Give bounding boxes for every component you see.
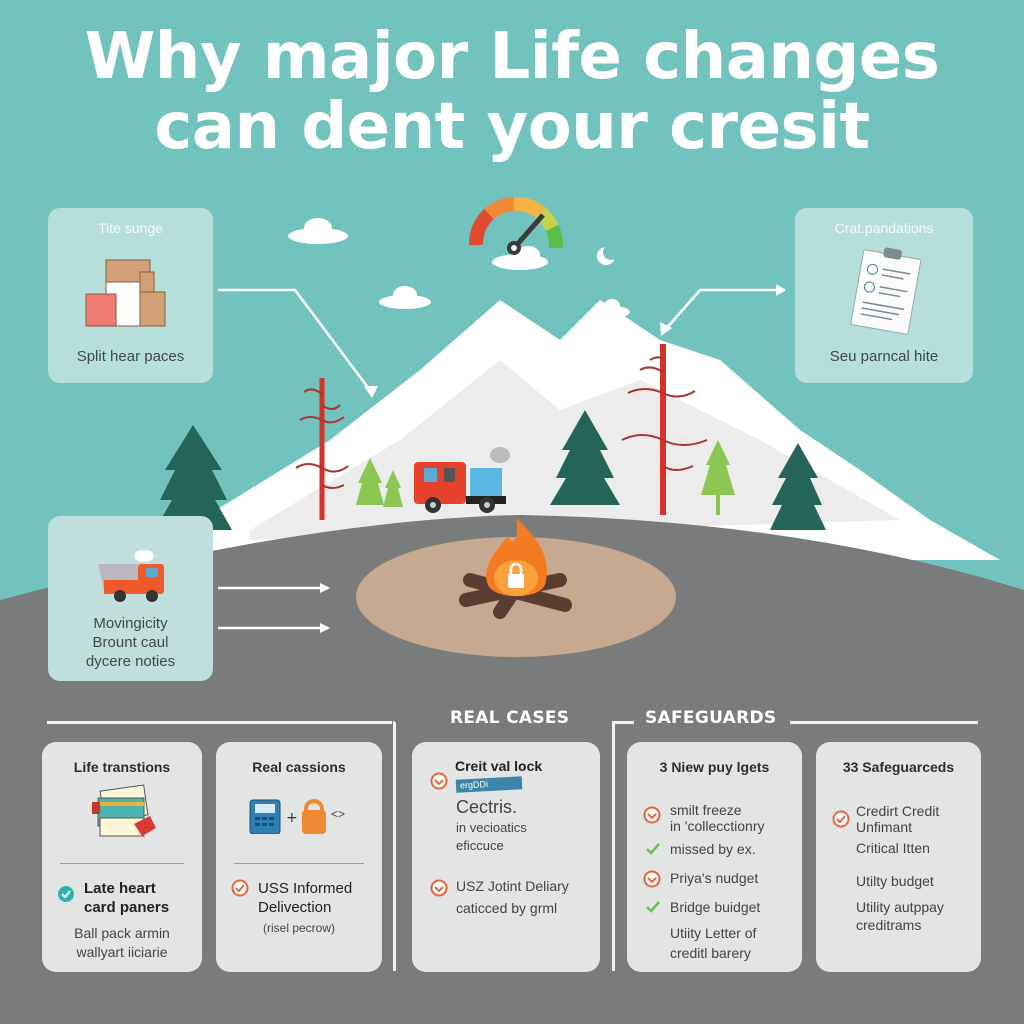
item-label: USZ Jotint Deliary <box>456 878 569 894</box>
divider <box>790 721 978 724</box>
cloud-icon <box>288 218 630 318</box>
life-change-card: Tite sunge Split hear paces <box>48 208 213 383</box>
panel-credit-lock: Creit val lock ergDDi Cectris. in vecioa… <box>412 742 600 972</box>
item-label: Utiity Letter of <box>670 925 757 941</box>
card-line: Brount caul <box>92 634 169 651</box>
orange-check-icon <box>643 870 661 888</box>
credit-cards-icon <box>92 784 156 837</box>
item-label: in 'collecctionry <box>670 818 765 834</box>
panel-real-cassions: Real cassions + <> USS Informed Delivect… <box>216 742 382 972</box>
calculator-plus-lock-icon: + <box>249 799 326 834</box>
panel-new-budgets: 3 Niew puy lgets smilt freeze in 'collec… <box>627 742 802 972</box>
section-heading-real-cases: REAL CASES <box>450 708 570 728</box>
panel-title: 33 Safeguarceds <box>842 759 955 775</box>
divider <box>612 721 634 724</box>
teal-check-icon <box>58 886 74 902</box>
item-label: Priya's nudget <box>670 870 759 886</box>
panel-title: Creit val lock <box>455 758 543 774</box>
panel-title: Real cassions <box>252 759 346 775</box>
section-heading-safeguards: SAFEGUARDS <box>645 708 777 728</box>
icon-suffix: <> <box>331 807 346 821</box>
page-title: Why major Life changes can dent your cre… <box>0 22 1024 162</box>
item-description: eficcuce <box>456 838 504 853</box>
green-check-icon <box>646 901 660 913</box>
orange-check-icon <box>643 806 661 824</box>
divider <box>612 721 615 971</box>
item-label: Delivection <box>258 899 332 916</box>
panel-safeguards: 33 Safeguarceds Credirt Credit Unfimant … <box>816 742 981 972</box>
panel-title: 3 Niew puy lgets <box>659 759 770 775</box>
card-caption: Seu parncal hite <box>829 348 939 365</box>
orange-check-icon <box>231 879 249 897</box>
divider <box>393 721 396 971</box>
item-label: card paners <box>84 899 170 916</box>
moving-truck-icon <box>98 550 164 602</box>
card-line: dycere noties <box>85 653 176 670</box>
panel-title: Life transtions <box>73 759 171 775</box>
item-label: Late heart <box>84 880 156 897</box>
item-label: smilt freeze <box>670 802 742 818</box>
orange-check-icon <box>430 772 448 790</box>
item-description: caticced by grml <box>456 900 558 916</box>
item-description: (risel pecrow) <box>262 921 335 935</box>
item-label: Unfimant <box>856 819 913 835</box>
item-description: Ball pack armin <box>74 925 170 941</box>
green-check-icon <box>646 843 660 855</box>
title-line-2: can dent your cresit <box>154 90 870 164</box>
card-title: Crat.pandations <box>834 220 934 236</box>
item-label: creditl barery <box>670 945 751 961</box>
landscape-illustration <box>155 196 1000 657</box>
item-label: USS Informed <box>258 880 353 897</box>
item-label: Credirt Credit <box>856 803 940 819</box>
divider <box>47 721 392 724</box>
moving-card: Movingicity Brount caul dycere noties <box>48 516 213 681</box>
card-caption: Split hear paces <box>76 348 185 365</box>
credit-score-gauge-icon <box>469 196 564 255</box>
item-description: wallyart iiciarie <box>76 944 168 960</box>
credit-implications-card: Crat.pandations Seu parncal hite <box>795 208 973 383</box>
item-label: Cectris. <box>456 797 518 817</box>
svg-text:+: + <box>286 810 298 826</box>
orange-check-icon <box>430 879 448 897</box>
item-label: creditrams <box>856 917 922 933</box>
item-label: Utilty budget <box>856 873 934 889</box>
moving-boxes-icon <box>85 259 166 327</box>
item-label: Critical Itten <box>856 840 930 856</box>
card-title: Tite sunge <box>98 220 163 236</box>
orange-check-icon <box>832 810 850 828</box>
item-label: Utility autppay <box>856 899 944 915</box>
card-line: Movingicity <box>93 615 168 632</box>
title-line-1: Why major Life changes <box>84 20 940 94</box>
status-badge: ergDDi <box>455 776 523 793</box>
campfire-lock-icon <box>459 518 572 619</box>
clipboard-checklist-icon <box>850 247 922 335</box>
item-label: missed by ex. <box>670 841 756 857</box>
pine-tree-icon <box>155 410 826 530</box>
panel-life-transitions: Life transtions Late heart card paners B… <box>42 742 202 972</box>
delivery-truck-icon <box>414 447 510 513</box>
item-description: in vecioatics <box>456 820 527 835</box>
item-label: Bridge buidget <box>670 899 761 915</box>
bare-tree-icon <box>295 344 708 520</box>
